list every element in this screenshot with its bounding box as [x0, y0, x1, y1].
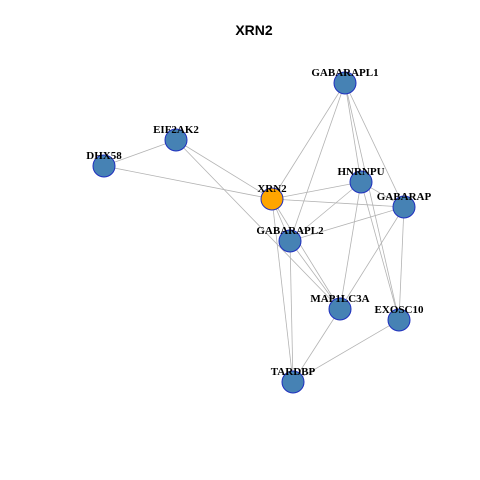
edge-xrn2-tardbp	[271, 198, 294, 383]
node-label-gabarap: GABARAP	[377, 191, 432, 203]
edge-gabarapl2-map1lc3a	[289, 240, 341, 310]
node-tardbp	[281, 370, 305, 394]
node-label-map1lc3a: MAP1LC3A	[310, 293, 369, 305]
edge-xrn2-gabarap	[271, 198, 405, 208]
node-layer	[92, 71, 416, 394]
edge-gabarapl1-gabarapl2	[289, 82, 346, 242]
edge-gabarapl1-xrn2	[271, 82, 346, 200]
edge-gabarap-map1lc3a	[339, 206, 405, 310]
edge-map1lc3a-tardbp	[292, 308, 341, 383]
edge-hnrnpu-gabarapl2	[289, 181, 362, 242]
edge-gabarapl1-hnrnpu	[344, 82, 362, 183]
node-exosc10	[387, 308, 411, 332]
edge-gabarap-gabarapl2	[289, 206, 405, 242]
edge-eif2ak2-map1lc3a	[175, 139, 341, 310]
node-label-xrn2: XRN2	[257, 183, 287, 195]
edge-gabarap-exosc10	[398, 206, 405, 321]
edge-xrn2-map1lc3a	[271, 198, 341, 310]
edge-dhx58-eif2ak2	[103, 139, 177, 167]
node-xrn2	[260, 187, 284, 211]
edge-hnrnpu-xrn2	[271, 181, 362, 200]
edge-eif2ak2-xrn2	[175, 139, 273, 200]
edge-hnrnpu-map1lc3a	[339, 181, 362, 310]
node-dhx58	[92, 154, 116, 178]
node-eif2ak2	[164, 128, 188, 152]
node-label-eif2ak2: EIF2AK2	[153, 124, 199, 136]
edge-gabarapl2-tardbp	[289, 240, 294, 383]
node-label-gabarapl1: GABARAPL1	[311, 67, 378, 79]
node-label-tardbp: TARDBP	[271, 366, 316, 378]
graph-title: XRN2	[235, 22, 273, 38]
node-gabarap	[392, 195, 416, 219]
node-gabarapl2	[278, 229, 302, 253]
node-label-hnrnpu: HNRNPU	[337, 166, 384, 178]
edge-dhx58-xrn2	[103, 165, 273, 200]
node-label-gabarapl2: GABARAPL2	[256, 225, 324, 237]
node-gabarapl1	[333, 71, 357, 95]
node-map1lc3a	[328, 297, 352, 321]
edge-gabarapl1-gabarap	[344, 82, 405, 208]
edge-gabarapl1-exosc10	[344, 82, 400, 321]
edge-layer	[103, 82, 405, 383]
node-hnrnpu	[349, 170, 373, 194]
edge-exosc10-tardbp	[292, 319, 400, 383]
node-label-dhx58: DHX58	[86, 150, 122, 162]
node-label-exosc10: EXOSC10	[375, 304, 424, 316]
